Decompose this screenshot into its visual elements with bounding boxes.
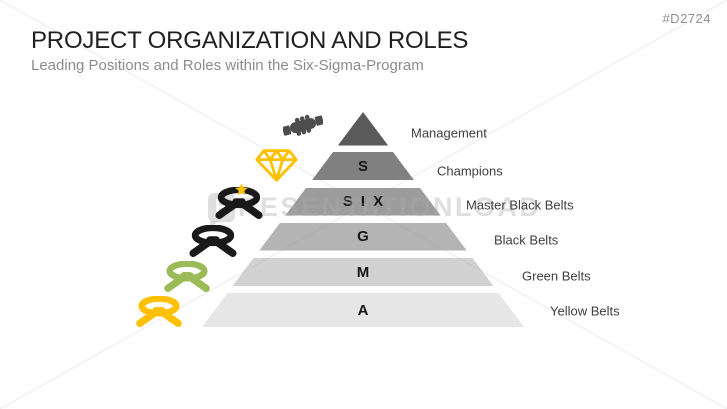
watermark-text: RESENTATIONLOAD xyxy=(238,192,542,222)
black-belt-icon xyxy=(183,225,243,257)
letter-s: S xyxy=(342,193,353,210)
letter-g: G xyxy=(357,228,369,245)
letter-a: A xyxy=(357,301,369,319)
label-green-belts: Green Belts xyxy=(522,268,591,284)
pyramid-letter-row-s: S xyxy=(202,152,524,180)
letter-s: S xyxy=(357,157,368,175)
letter-x: X xyxy=(373,193,384,210)
label-champions: Champions xyxy=(437,163,503,179)
pyramid-letter-row-m: M xyxy=(202,258,524,286)
label-management: Management xyxy=(411,125,487,141)
page-title: PROJECT ORGANIZATION AND ROLES xyxy=(31,27,469,54)
pyramid-level-master-black-belts xyxy=(285,187,441,216)
pyramid-letter-row-g: G xyxy=(202,223,524,251)
label-master-black-belts: Master Black Belts xyxy=(466,197,574,213)
label-black-belts: Black Belts xyxy=(494,232,559,248)
letter-i: I xyxy=(360,193,366,210)
six-sigma-pyramid: S S I X G M A xyxy=(202,112,524,327)
label-yellow-belts: Yellow Belts xyxy=(550,303,620,319)
pyramid-level-yellow-belts xyxy=(202,293,524,327)
pyramid-letter-row-six: S I X xyxy=(202,188,524,216)
pyramid-level-green-belts xyxy=(232,258,494,286)
letter-m: M xyxy=(356,263,370,281)
pyramid-level-black-belts xyxy=(259,222,467,251)
page-subtitle: Leading Positions and Roles within the S… xyxy=(31,57,424,74)
pyramid-letter-row-a: A xyxy=(202,293,524,327)
slide-id-badge: #D2724 xyxy=(662,11,711,26)
handshake-icon xyxy=(283,111,323,141)
master-star-icon xyxy=(234,182,249,197)
green-belt-icon xyxy=(158,261,216,292)
diamond-icon xyxy=(255,147,298,183)
yellow-belt-icon xyxy=(130,296,188,327)
